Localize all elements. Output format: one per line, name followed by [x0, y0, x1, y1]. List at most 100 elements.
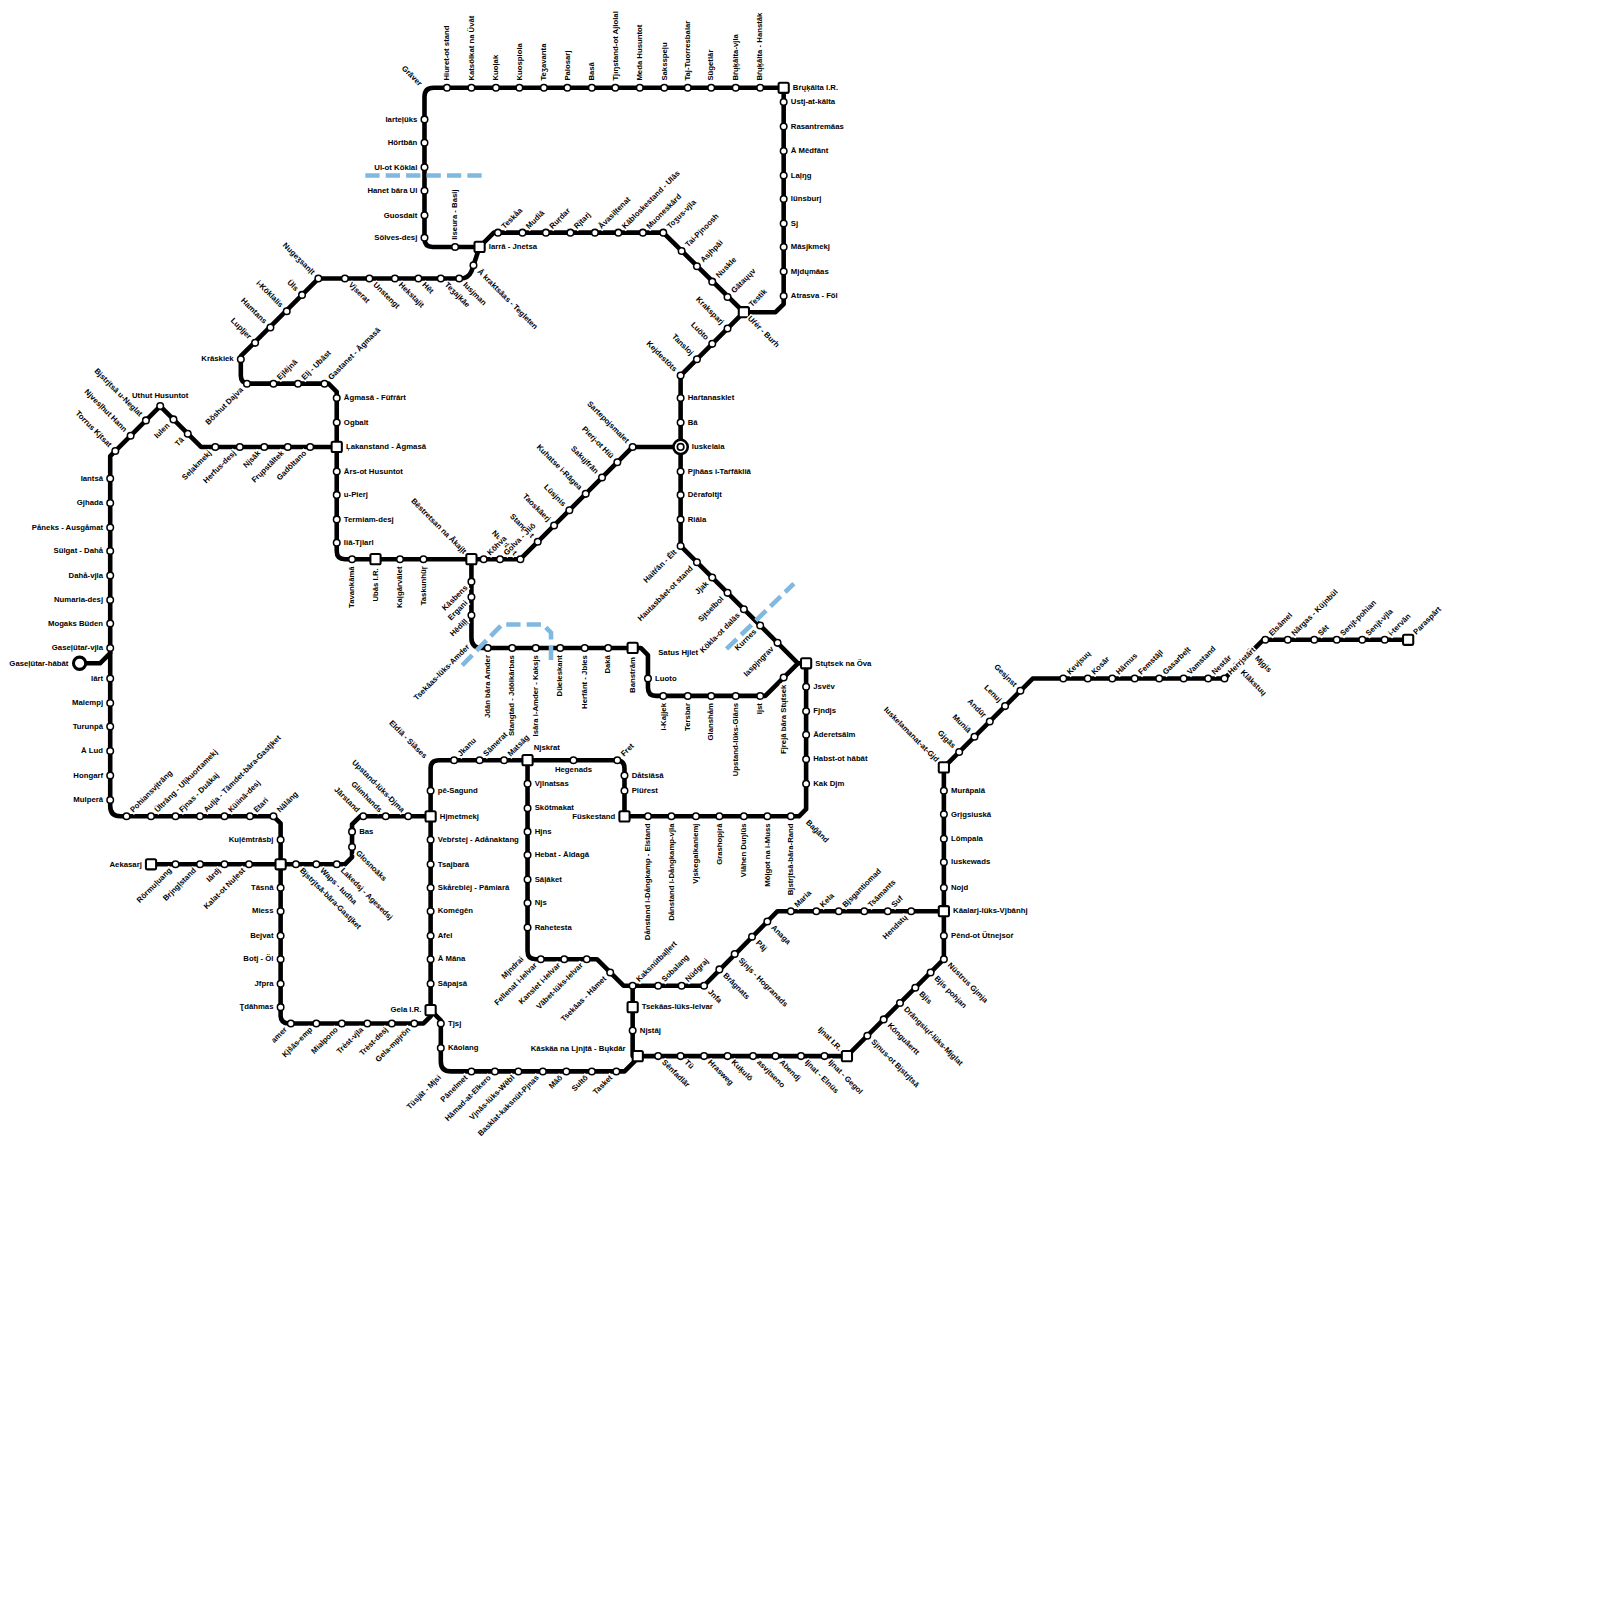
station-dot [614, 757, 621, 764]
station-dot [515, 1068, 522, 1075]
station-dot [288, 1020, 295, 1027]
station-dot [803, 683, 810, 690]
station-dot [333, 540, 340, 547]
station-label: Tansloj [670, 332, 696, 358]
station-dot [143, 417, 150, 424]
station-label: Sakųjfrān [569, 444, 601, 476]
station-label: Hörtbān [387, 139, 419, 147]
station-label: Dånstand i-Dångkamp-vjla [668, 822, 676, 921]
station-label: Ļakanstand - Āgmasā [345, 443, 427, 451]
station-dot [468, 612, 475, 619]
station-label: Tā [173, 435, 186, 448]
station-dot [534, 539, 541, 546]
station-dot [293, 861, 300, 868]
station-dot [107, 723, 114, 730]
station-dot [538, 956, 545, 963]
station-dot [1333, 637, 1340, 644]
station-dot [637, 84, 644, 91]
station-dot [677, 492, 684, 499]
station-dot [780, 674, 787, 681]
station-dot [438, 275, 445, 282]
station-label: Vjlnatsas [534, 780, 570, 788]
station-label: Luoto [654, 675, 678, 683]
station-dot [724, 590, 731, 597]
station-dot [561, 956, 568, 963]
station-dot [107, 475, 114, 482]
station-dot [389, 1020, 396, 1027]
station-label: Jfpra [253, 980, 274, 988]
station-dot [582, 491, 589, 498]
station-dot [1311, 637, 1318, 644]
station-dot [197, 861, 204, 868]
station-dot [660, 693, 667, 700]
station-dot [987, 718, 994, 725]
station-label: Lenuj [982, 683, 1004, 705]
station-label: Ʈdāhmas [238, 1003, 274, 1011]
station-dot [677, 395, 684, 402]
station-label: Kaļgārvālet [396, 565, 404, 609]
station-label: Stųtsek na Öva [814, 659, 872, 667]
station-label: Kosār [1089, 655, 1111, 677]
station-label: Glanshåm [707, 702, 715, 742]
station-label: Fjndjs [812, 707, 837, 715]
station-dot [941, 788, 948, 795]
station-label: Tsekāas-lüks-Amder [412, 642, 472, 702]
station-dot [629, 982, 636, 989]
station-label: Gaseļütaŕ-vjla [51, 644, 104, 652]
station-dot [421, 188, 428, 195]
station-dot [645, 675, 652, 682]
station-label: Tasket [591, 1073, 615, 1097]
station-dot [908, 908, 915, 915]
station-dot [484, 645, 491, 652]
station-dot [709, 341, 716, 348]
station-dot [677, 1053, 684, 1060]
station-dot [397, 556, 404, 563]
station-dot [421, 140, 428, 147]
station-dot [364, 1020, 371, 1027]
station-label: Asjhpāi [699, 238, 726, 265]
interchange-square [276, 859, 286, 869]
station-dot [107, 572, 114, 579]
station-label: Rjtarj [572, 210, 593, 231]
station-dot [724, 294, 731, 301]
station-dot [524, 805, 531, 812]
station-dot [333, 395, 340, 402]
station-label: Üls [285, 278, 300, 293]
station-dot [421, 234, 428, 241]
station-label: Hendstų [881, 913, 910, 942]
station-dot [629, 444, 636, 451]
station-dot [589, 1068, 596, 1075]
station-dot [342, 275, 349, 282]
station-label: Sāmerat [481, 730, 510, 759]
station-dot [927, 969, 934, 976]
station-dot [349, 828, 356, 835]
station-dot [780, 123, 787, 130]
station-dot [421, 212, 428, 219]
station-label: Mulperā [72, 796, 104, 804]
station-dot [333, 492, 340, 499]
station-label: Nālāng [275, 790, 300, 815]
station-dot [172, 813, 179, 820]
planned-line [365, 173, 484, 178]
station-label: Kāolang [447, 1044, 480, 1052]
station-label: Haŕtanasklet [687, 394, 736, 402]
station-dot [267, 324, 274, 331]
station-dot [567, 229, 574, 236]
station-label: Gātaųųv [729, 266, 758, 295]
station-dot [197, 813, 204, 820]
station-dot [221, 813, 228, 820]
station-label: Iārt [90, 675, 104, 683]
station-label: Vlāhen Duŋlüs [740, 822, 748, 878]
station-label: Murāpalā [950, 787, 986, 795]
station-dot [349, 556, 356, 563]
station-dot [277, 1004, 284, 1011]
station-label: Düeleskant [556, 654, 564, 697]
station-label: Dērafoltjt [687, 491, 723, 499]
station-dot [299, 292, 306, 299]
station-label: Pēnd-ot Ütnejsoŕ [950, 932, 1014, 940]
station-dot [708, 693, 715, 700]
station-label: Krāskiek [200, 355, 234, 363]
station-label: Sj [790, 220, 799, 228]
station-label: Drāngsiųŕ-lüks-Mjglat [902, 1005, 965, 1068]
station-dot [157, 403, 164, 410]
